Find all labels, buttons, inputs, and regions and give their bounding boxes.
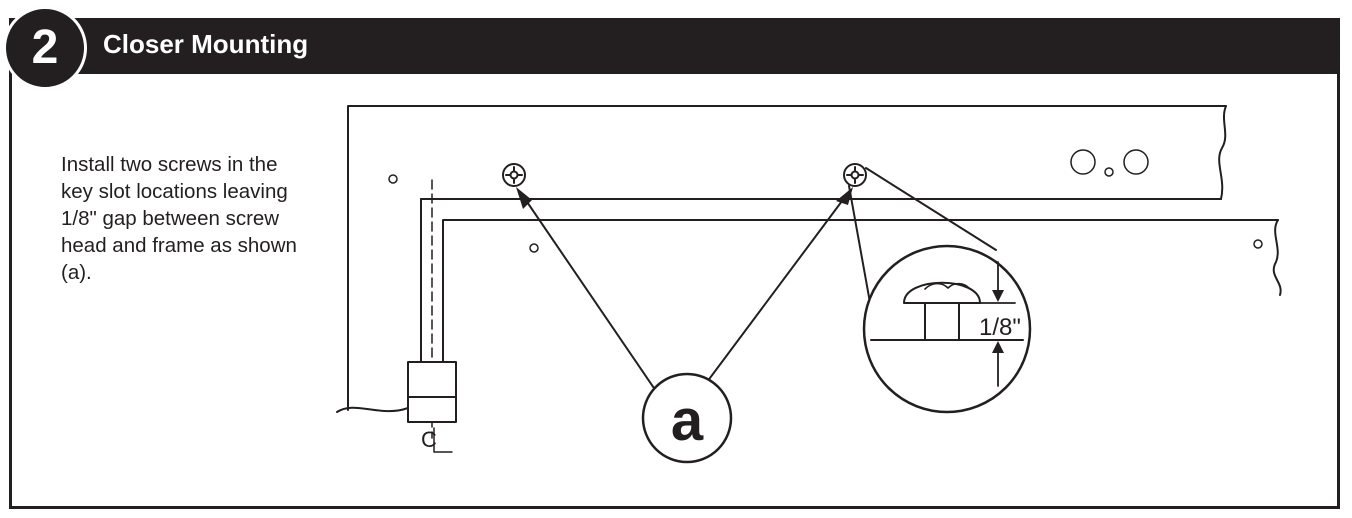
screw-right [843,163,867,187]
centerline-symbol-letter: C [421,427,437,452]
centerline-symbol [433,427,453,453]
large-hole-icon [1070,149,1096,175]
hole-icon [529,243,539,253]
hole-icon [1253,239,1263,249]
adjustment-holes [1070,149,1149,177]
large-hole-icon [1123,149,1149,175]
arm-shaft-block [407,361,457,423]
screw-left [502,163,526,187]
callout-arrows [516,187,853,395]
step-header-bar [9,18,1340,74]
gap-dimension-label: 1/8" [979,314,1021,341]
mounting-holes [388,174,1263,253]
step-number: 2 [31,21,59,74]
gap-dimension [979,261,1016,387]
screw-detail [870,281,1024,341]
plate-break-line [336,406,409,413]
step-number-badge: 2 [3,6,87,90]
door-frame [442,219,1282,363]
callout-label: a [671,388,704,453]
callout-bubble [641,372,733,464]
small-hole-icon [1104,167,1114,177]
hole-icon [388,174,398,184]
closer-body [347,105,1227,411]
instruction-text: Install two screws in the key slot locat… [61,153,297,284]
step-title: Closer Mounting [103,29,309,59]
